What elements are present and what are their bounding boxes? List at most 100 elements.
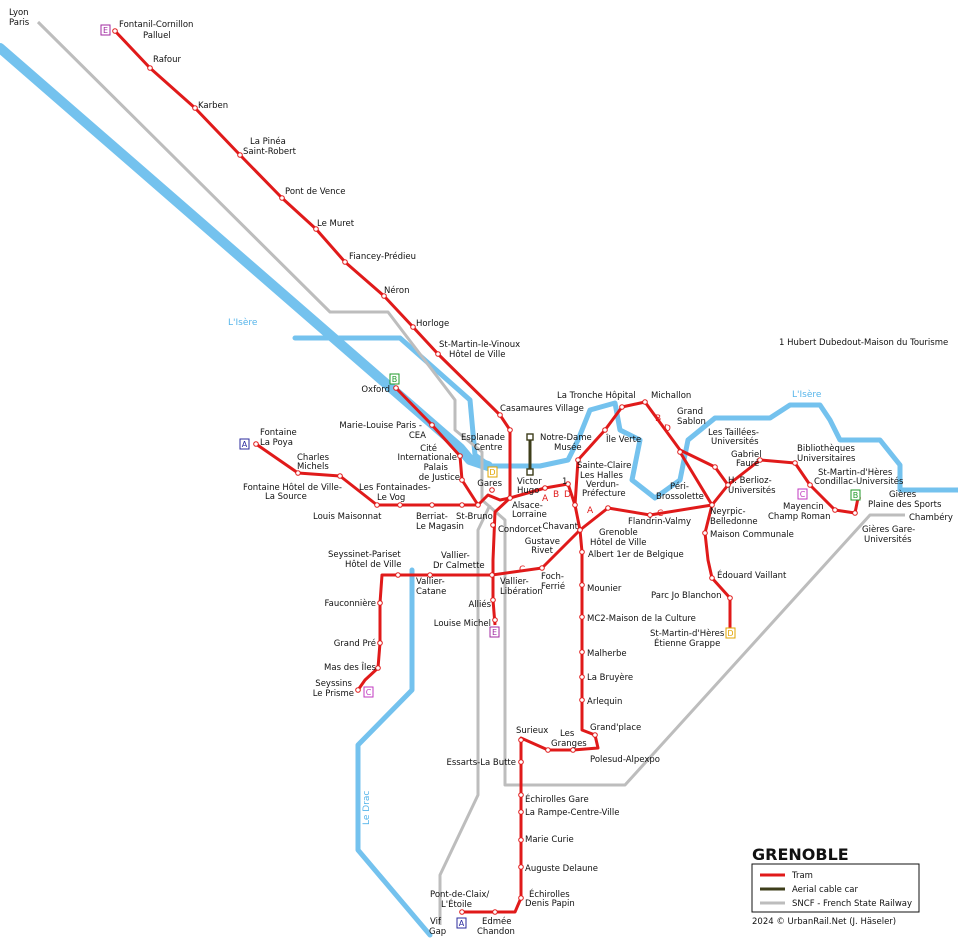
- station-echirolles-papin: Échirolles: [529, 888, 570, 900]
- badge-e-fontanil: E: [100, 24, 111, 36]
- station-marie-louise-paris: Marie-Louise Paris -: [339, 421, 422, 431]
- rail-lyon-paris: [36, 20, 484, 500]
- station-neron: Néron: [384, 285, 409, 296]
- station-vallier-liberation: Vallier-: [500, 577, 529, 587]
- station-stop-72: [518, 809, 524, 815]
- station-seyssins-2: Le Prisme: [313, 689, 354, 699]
- isere-label-west: L'Isère: [228, 317, 258, 328]
- map-legend: GRENOBLE Tram Aerial cable car SNCF - Fr…: [751, 845, 920, 927]
- station-peri-brossolette-2: Brossolette: [656, 492, 704, 502]
- station-stop-58: [490, 597, 496, 603]
- station-stop-56: [355, 687, 361, 693]
- credit-text: 2024 © UrbanRail.Net (J. Häseler): [752, 917, 896, 927]
- station-gustave-rivet: Gustave: [525, 537, 560, 547]
- station-malherbe: Malherbe: [587, 649, 627, 659]
- station-essarts: Essarts-La Butte: [446, 758, 516, 768]
- station-fontaine-hdv-2: La Source: [265, 492, 307, 502]
- station-st-martin-vinoux: St-Martin-le-Vinoux: [439, 340, 520, 350]
- line-letter-c-1: C: [657, 509, 663, 519]
- station-stop-39: [852, 510, 858, 516]
- station-les-granges-2: Granges: [551, 739, 587, 749]
- station-parc-jo-blanchon: Parc Jo Blanchon: [651, 591, 721, 601]
- station-stop-1: [147, 65, 153, 71]
- badge-b-oxford: B: [389, 373, 400, 385]
- station-taillees-2: Universités: [711, 436, 759, 447]
- station-stop-18: [337, 473, 343, 479]
- station-la-bruyere: La Bruyère: [587, 672, 633, 683]
- station-rafour: Rafour: [153, 55, 182, 65]
- station-le-muret: Le Muret: [317, 219, 355, 229]
- cable-car-station-top: [526, 433, 534, 441]
- station-st-bruno: St-Bruno: [456, 512, 493, 522]
- svg-text:C: C: [800, 490, 806, 499]
- station-vallier-catane-2: Catane: [416, 587, 446, 597]
- station-auguste-delaune: Auguste Delaune: [525, 864, 598, 874]
- station-grand-sablon: Grand: [677, 407, 703, 417]
- rail-label-lyon: Lyon: [9, 8, 29, 18]
- station-horloge: Horloge: [416, 319, 449, 329]
- station-stops: [112, 28, 861, 915]
- svg-text:D: D: [727, 629, 733, 638]
- station-stop-54: [377, 640, 383, 646]
- badge-e-louise-michel: E: [489, 626, 500, 638]
- tram-line-ab-east: [573, 400, 860, 515]
- station-louise-michel: Louise Michel: [434, 619, 491, 629]
- footnote-marker-1: 1: [562, 477, 567, 487]
- station-mc2: MC2-Maison de la Culture: [587, 614, 696, 624]
- station-stop-44: [727, 595, 733, 601]
- line-letter-d-1: D: [564, 490, 571, 500]
- station-stop-73: [518, 837, 524, 843]
- station-fontanil: Fontanil-Cornillon: [119, 20, 193, 30]
- svg-text:D: D: [489, 468, 495, 477]
- station-vallier-catane: Vallier-: [416, 577, 445, 587]
- station-taillees: Les Taillées-: [708, 427, 759, 438]
- station-stop-46: [605, 505, 611, 511]
- station-marie-curie: Marie Curie: [525, 835, 574, 845]
- station-stop-64: [579, 674, 585, 680]
- station-stop-70: [518, 759, 524, 765]
- line-letter-a-1: A: [542, 494, 549, 504]
- station-pont-de-claix: Pont-de-Claix/: [430, 890, 489, 900]
- station-stop-60: [579, 549, 585, 555]
- tram-lines-layer: [113, 29, 860, 914]
- station-stop-33: [712, 464, 718, 470]
- station-louis-maisonnat: Louis Maisonnat: [313, 512, 382, 522]
- station-stop-22: [459, 502, 465, 508]
- station-stop-55: [375, 665, 381, 671]
- line-letter-c-2: C: [519, 565, 525, 575]
- svg-text:A: A: [459, 919, 465, 928]
- station-stop-10: [497, 412, 503, 418]
- station-stop-48: [572, 502, 578, 508]
- station-verdun: Verdun-: [586, 480, 619, 490]
- svg-text:C: C: [366, 688, 372, 697]
- badge-a-la-poya: A: [239, 438, 250, 450]
- station-gieres: Gières: [889, 489, 917, 500]
- station-ile-verte: Île Verte: [605, 433, 641, 445]
- station-stop-31: [642, 399, 648, 405]
- station-stop-66: [592, 732, 598, 738]
- legend-tram-label: Tram: [791, 871, 813, 881]
- station-les-granges: Les: [560, 729, 575, 739]
- station-flandrin-valmy: Flandrin-Valmy: [628, 517, 691, 527]
- station-stop-27: [565, 481, 571, 487]
- station-stop-3: [237, 152, 243, 158]
- station-stop-9: [435, 351, 441, 357]
- line-letters: A B D A B D C C 1: [519, 414, 671, 575]
- station-mayencin: Mayencin: [783, 502, 824, 512]
- station-stop-34: [725, 482, 731, 488]
- isere-label-east: L'Isère: [792, 389, 822, 400]
- station-stop-19: [374, 502, 380, 508]
- station-sainte-claire-2: Les Halles: [580, 471, 623, 481]
- station-stop-11: [507, 427, 513, 433]
- drac-river: [355, 567, 433, 938]
- station-grand-sablon-2: Sablon: [677, 417, 706, 427]
- station-condorcet: Condorcet: [498, 525, 542, 535]
- tram-line-a-south: [462, 529, 600, 914]
- svg-text:E: E: [103, 26, 108, 35]
- station-stop-14: [457, 453, 463, 459]
- rail-chambery: [481, 498, 905, 787]
- station-mas-des-iles: Mas des Îles: [324, 661, 377, 673]
- station-stop-43: [709, 575, 715, 581]
- station-maison-communale: Maison Communale: [710, 530, 794, 540]
